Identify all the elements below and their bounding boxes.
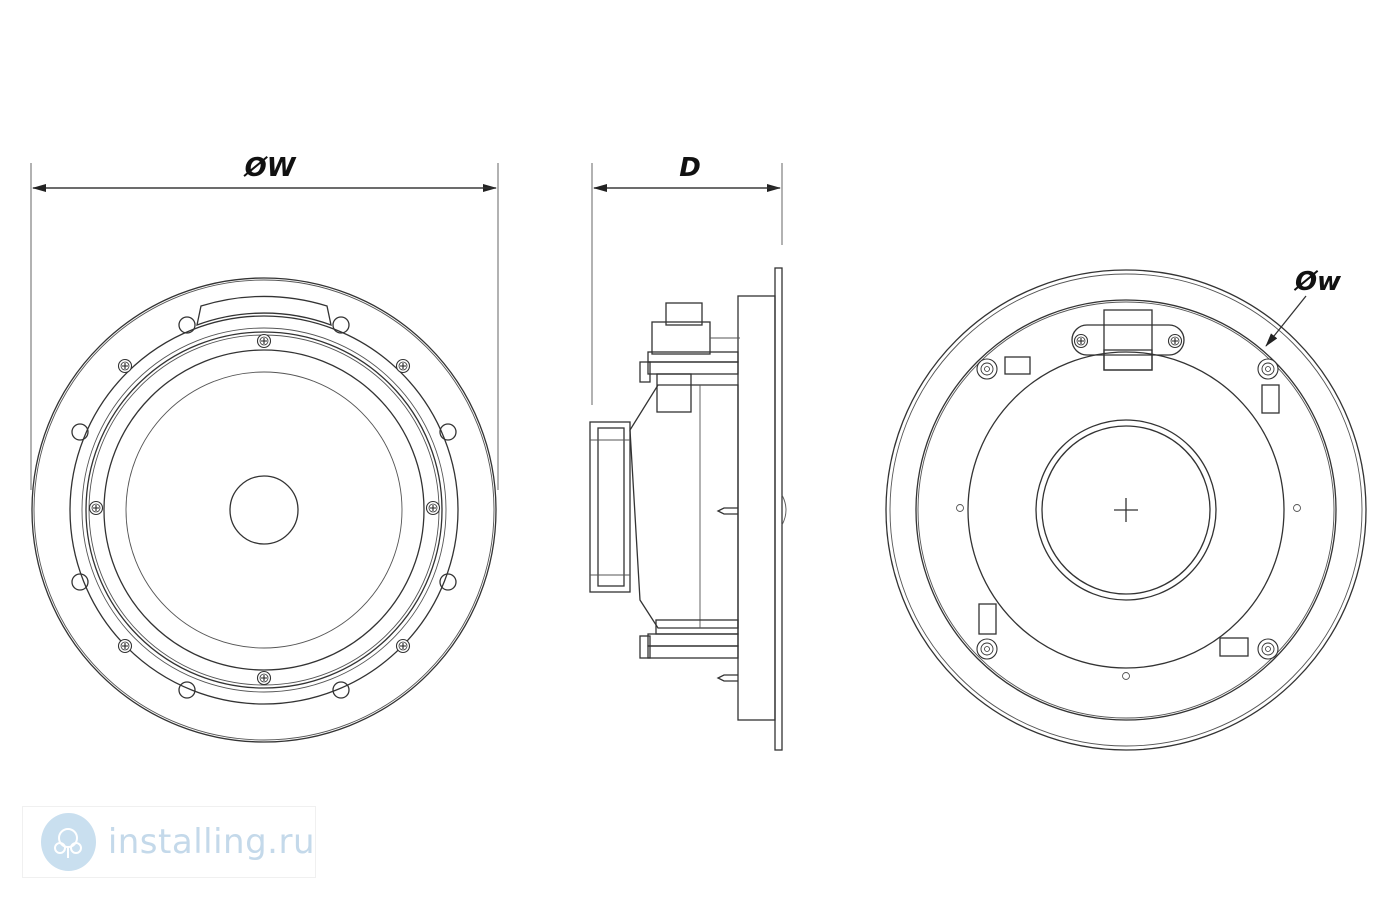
front-screws bbox=[88, 333, 441, 686]
speaker-side-view bbox=[589, 267, 787, 751]
outer-diameter-dimension: ØW bbox=[30, 153, 499, 490]
depth-dimension: D bbox=[591, 153, 783, 405]
watermark-text: installing.ru bbox=[107, 822, 315, 862]
cutout-diameter-label: Øw bbox=[1293, 267, 1342, 297]
rear-clamps bbox=[976, 356, 1280, 660]
speaker-rear-view: Øw bbox=[885, 267, 1367, 751]
outer-diameter-label: ØW bbox=[243, 153, 297, 183]
speaker-front-view bbox=[31, 277, 497, 743]
watermark: installing.ru bbox=[22, 806, 316, 878]
speaker-tree-logo-icon bbox=[41, 813, 96, 871]
frame-holes bbox=[71, 316, 457, 699]
depth-label: D bbox=[679, 153, 701, 183]
